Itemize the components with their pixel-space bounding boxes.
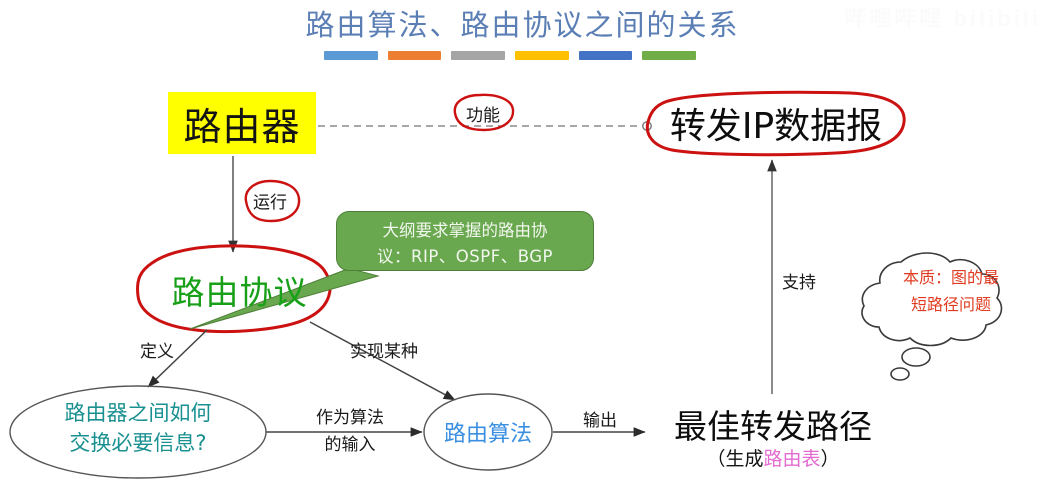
bar-green: [642, 51, 697, 60]
node-best-path-note: （生成路由表）: [648, 444, 898, 471]
as-input-line-2: 的输入: [324, 435, 376, 455]
thought-bubble-line-1: 本质：图的最: [902, 268, 999, 287]
edge-label-as-input: 作为算法 的输入: [295, 405, 405, 459]
node-routing-protocol: 路由协议: [171, 273, 308, 312]
callout-note: 大纲要求掌握的路由协 议：RIP、OSPF、BGP: [336, 211, 594, 271]
callout-line-1: 大纲要求掌握的路由协: [382, 221, 548, 240]
edge-label-function: 功能: [466, 105, 500, 126]
edge-label-output: 输出: [583, 411, 617, 431]
note-prefix: （生成: [706, 448, 764, 470]
bar-gray: [451, 51, 506, 60]
as-input-line-1: 作为算法: [316, 408, 384, 428]
edge-label-run: 运行: [253, 192, 287, 213]
node-forward-ip-datagram: 转发IP数据报: [669, 106, 883, 147]
bar-orange: [387, 51, 442, 60]
note-suffix: ）: [820, 448, 840, 470]
node-routing-algorithm: 路由算法: [443, 422, 532, 447]
edge-label-support: 支持: [782, 273, 816, 293]
bar-dark-blue: [578, 51, 633, 60]
edge-label-define: 定义: [140, 342, 174, 362]
node-router: 路由器: [168, 92, 316, 154]
bar-light-blue: [324, 51, 378, 60]
note-routing-table: 路由表: [763, 448, 821, 470]
node-question-text: 路由器之间如何 交换必要信息?: [24, 398, 252, 458]
edge-label-implement: 实现某种: [350, 342, 418, 362]
node-best-forwarding-path: 最佳转发路径: [674, 407, 872, 446]
title-decoration-bars: [324, 51, 697, 60]
bilibili-watermark: 哔哩哔哩 bilibili: [844, 6, 1041, 31]
question-line-2: 交换必要信息?: [69, 431, 207, 455]
question-line-1: 路由器之间如何: [64, 401, 212, 425]
callout-line-2: 议：RIP、OSPF、BGP: [377, 247, 553, 266]
bar-yellow: [515, 51, 569, 60]
thought-bubble-text: 本质：图的最 短路径问题: [888, 264, 1014, 318]
thought-bubble-line-2: 短路径问题: [910, 295, 991, 314]
page-title: 路由算法、路由协议之间的关系: [305, 8, 740, 42]
